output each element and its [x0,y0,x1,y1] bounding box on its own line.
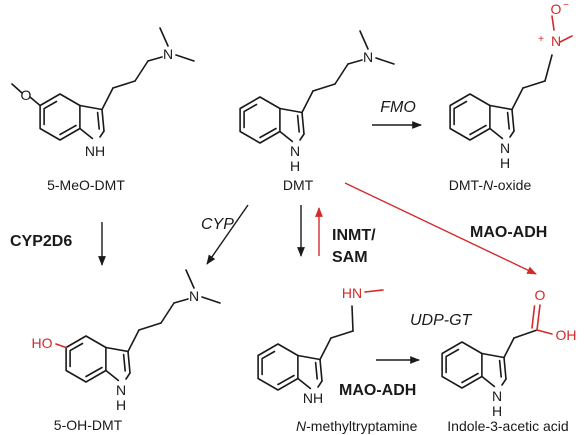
label-dmt-n-oxide: DMT-N-oxide [449,177,532,193]
minus-charge: − [563,0,569,11]
label-dmt: DMT [283,177,314,193]
enzyme-sam: SAM [332,249,368,266]
atom-n: N [163,46,173,62]
enzyme-mao-adh-top: MAO-ADH [470,224,547,241]
atom-nh: NH [303,390,323,406]
label-n-methyltryptamine: N-methyltryptamine [296,418,418,434]
atom-oh: OH [556,327,577,343]
molecule-5-oh-dmt: N HO N H [32,269,221,413]
enzyme-inmt: INMT/ [332,227,376,244]
atom-h: H [500,155,510,171]
plus-charge: + [538,34,544,45]
enzyme-mao-adh-bottom: MAO-ADH [339,382,416,399]
atom-h: H [116,397,126,413]
arrow-cyp [206,204,249,265]
atom-n: N [500,140,510,156]
atom-o: O [535,287,546,303]
atom-hn: HN [342,285,362,301]
atom-h: H [290,158,300,174]
enzyme-cyp2d6: CYP2D6 [10,233,72,250]
molecule-dmt: N N H [239,30,395,174]
atom-n: N [492,388,502,404]
atom-n: N [189,288,199,304]
molecule-5-meo-dmt: N O NH [11,27,195,159]
enzyme-fmo: FMO [380,99,416,116]
label-5-meo-dmt: 5-MeO-DMT [47,177,125,193]
atom-o-minus: O [551,1,562,17]
atom-n-plus: N [551,33,561,49]
atom-h: H [492,403,502,419]
atom-n: N [290,143,300,159]
atom-o: O [21,87,32,103]
enzyme-cyp: CYP [201,216,234,233]
atom-ho: HO [32,335,53,351]
arrow-mao-adh-direct [344,182,537,275]
atom-n: N [363,49,373,65]
molecule-indole-3-acetic-acid: O OH N H [441,287,577,419]
atom-nh: NH [85,143,105,159]
label-5-oh-dmt: 5-OH-DMT [54,417,123,433]
enzyme-udp-gt: UDP-GT [410,312,473,329]
molecule-dmt-n-oxide: N + O − N H [449,0,573,171]
label-indole-3-acetic-acid: Indole-3-acetic acid [447,418,568,434]
atom-n: N [116,382,126,398]
molecule-n-methyltryptamine: HN NH [257,285,384,406]
